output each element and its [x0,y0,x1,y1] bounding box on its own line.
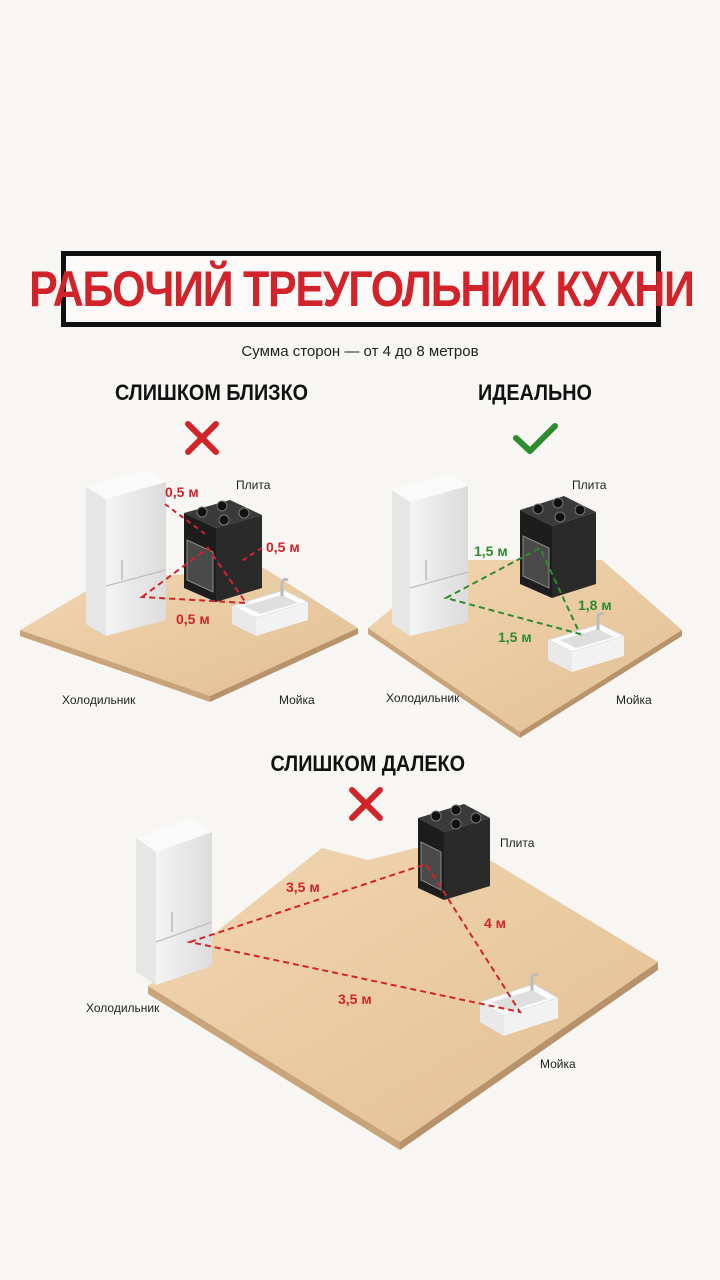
heading-too-far: СЛИШКОМ ДАЛЕКО [270,751,466,776]
cross-icon [185,421,219,455]
panel-too-far: 3,5 м 4 м 3,5 м Плита Холодильник Мойка [86,787,658,1150]
distance-fridge-stove: 3,5 м [286,879,320,895]
fridge [86,470,167,636]
sink-label: Мойка [540,1057,576,1071]
heading-ideal: ИДЕАЛЬНО [478,380,592,405]
fridge-label: Холодильник [86,1001,160,1015]
floor [148,848,658,1142]
stove [418,804,490,900]
panel-too-close: 0,5 м 0,5 м 0,5 м Плита Холодильник Мойк… [20,421,358,707]
distance-fridge-stove: 0,5 м [165,484,199,500]
fridge [392,474,469,636]
sink [230,578,310,636]
work-triangle [443,546,582,636]
fridge-label: Холодильник [62,693,136,707]
fridge-label: Холодильник [386,691,460,705]
stove-label: Плита [236,478,271,492]
page-subtitle: Сумма сторон — от 4 до 8 метров [241,343,479,360]
heading-too-close: СЛИШКОМ БЛИЗКО [115,380,309,405]
page-title: РАБОЧИЙ ТРЕУГОЛЬНИК КУХНИ [28,261,695,317]
distance-stove-sink: 0,5 м [266,539,300,555]
distance-fridge-sink: 0,5 м [176,611,210,627]
stove [520,496,596,598]
distance-fridge-sink: 3,5 м [338,991,372,1007]
check-icon [513,423,558,454]
cross-icon [349,787,383,821]
sink [546,612,626,672]
work-triangle [139,546,248,605]
stove-label: Плита [500,836,535,850]
work-triangle [186,862,523,1014]
sink-label: Мойка [616,693,652,707]
panel-ideal: 1,5 м 1,8 м 1,5 м Плита Холодильник Мойк… [368,423,682,738]
stove [184,500,262,602]
fridge [136,818,213,985]
distance-stove-sink: 1,8 м [578,597,612,613]
sink-label: Мойка [279,693,315,707]
title-frame: РАБОЧИЙ ТРЕУГОЛЬНИК КУХНИ [29,251,695,327]
distance-stove-sink: 4 м [484,915,506,931]
distance-fridge-sink: 1,5 м [498,629,532,645]
distance-fridge-stove: 1,5 м [474,543,508,559]
stove-label: Плита [572,478,607,492]
